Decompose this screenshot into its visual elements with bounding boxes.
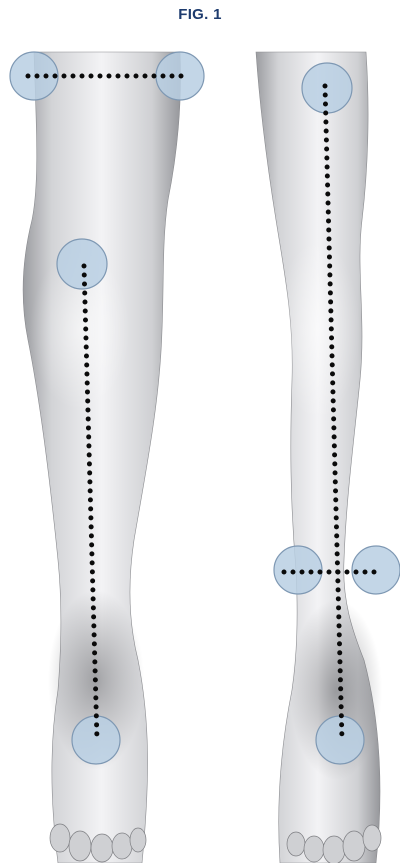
right-toe-2 [304, 836, 324, 862]
right-toe-3 [323, 836, 345, 863]
left-toe-4 [112, 833, 132, 859]
marker-left-thigh-left [10, 52, 58, 100]
right-calf-highlight [276, 240, 360, 420]
left-toe-1 [50, 824, 70, 852]
right-toe-4 [343, 831, 365, 861]
marker-right-ankle-right [352, 546, 400, 594]
right-toe-5 [363, 825, 381, 851]
left-toe-5 [130, 828, 146, 852]
left-toe-2 [69, 831, 91, 861]
left-toe-3 [91, 834, 113, 862]
marker-left-knee [57, 239, 107, 289]
right-toe-1 [287, 832, 305, 856]
marker-right-ankle-left [274, 546, 322, 594]
